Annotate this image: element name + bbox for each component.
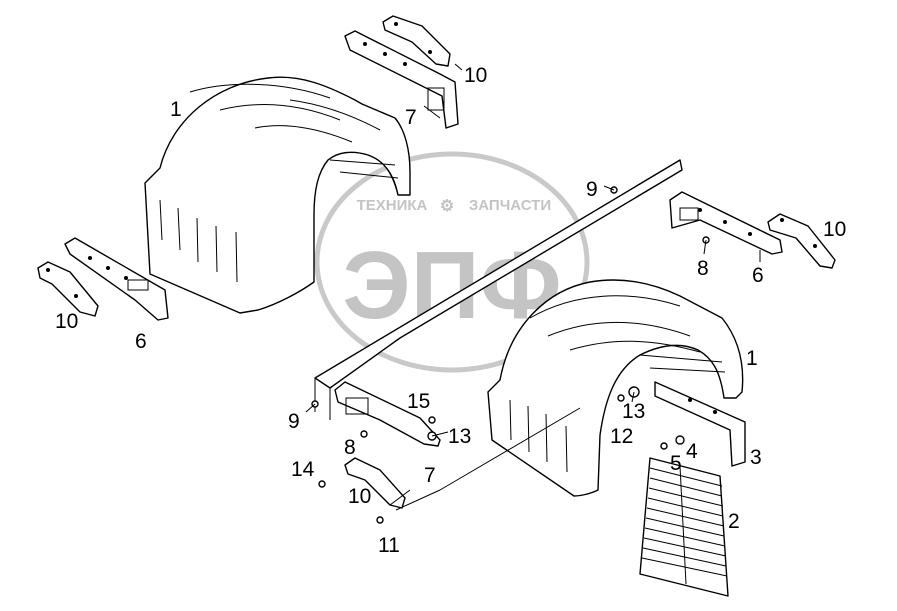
callout-11: 11 <box>378 534 400 557</box>
watermark: ТЕХНИКА ⚙ ЗАПЧАСТИ ЭПФ <box>314 151 590 373</box>
bolt-14 <box>318 480 326 488</box>
callout-13-left: 13 <box>448 425 471 448</box>
callout-12: 12 <box>610 425 633 448</box>
callout-8-right: 8 <box>697 257 709 280</box>
bracket-7-top <box>344 30 459 129</box>
leader-lines <box>305 63 761 511</box>
callouts: 1 10 7 9 10 8 6 10 6 1 15 13 9 13 12 8 4… <box>55 64 846 557</box>
callout-13-right: 13 <box>622 400 645 423</box>
bracket-6-left <box>64 237 169 321</box>
callout-10-right: 10 <box>823 218 846 241</box>
watermark-text-left: ТЕХНИКА <box>357 197 428 214</box>
gear-icon: ⚙ <box>440 198 454 215</box>
fender-lower-right <box>487 279 744 497</box>
washer-4 <box>675 435 685 445</box>
watermark-text-right: ЗАПЧАСТИ <box>469 197 551 214</box>
callout-10-left: 10 <box>55 310 78 333</box>
callout-6-right: 6 <box>752 264 764 287</box>
bracket-10-left <box>37 261 99 317</box>
callout-10-top: 10 <box>464 64 487 87</box>
callout-9-lower: 9 <box>288 410 300 433</box>
callout-3: 3 <box>750 446 762 469</box>
bracket-10-top <box>382 15 451 67</box>
callout-6-left: 6 <box>135 330 147 353</box>
bracket-10-right <box>767 213 836 269</box>
nut-15 <box>428 416 436 424</box>
watermark-logo: ЭПФ <box>342 232 561 339</box>
bracket-6-right <box>669 191 783 255</box>
bolt-11 <box>376 516 384 524</box>
callout-14: 14 <box>291 458 315 481</box>
callout-10-lower: 10 <box>348 485 371 508</box>
callout-9-top: 9 <box>586 178 598 201</box>
mudflap-2 <box>639 457 729 597</box>
bolt-8-lower <box>360 430 368 438</box>
callout-4: 4 <box>686 440 698 463</box>
callout-15: 15 <box>407 390 430 413</box>
callout-5: 5 <box>670 452 682 475</box>
mudflap-panel-3 <box>654 381 746 467</box>
bolt-5 <box>660 442 668 450</box>
nut-12 <box>617 394 625 402</box>
watermark-ring <box>314 151 590 373</box>
callout-2: 2 <box>728 510 740 533</box>
callout-8-lower: 8 <box>344 436 356 459</box>
callout-1-upper: 1 <box>170 98 182 121</box>
callout-1-lower: 1 <box>746 347 758 370</box>
callout-7-lower: 7 <box>424 464 436 487</box>
fender-upper-left <box>144 76 411 314</box>
callout-7-top: 7 <box>405 106 417 129</box>
mount-assembly-lower <box>334 381 441 509</box>
frame-rail <box>314 159 683 420</box>
